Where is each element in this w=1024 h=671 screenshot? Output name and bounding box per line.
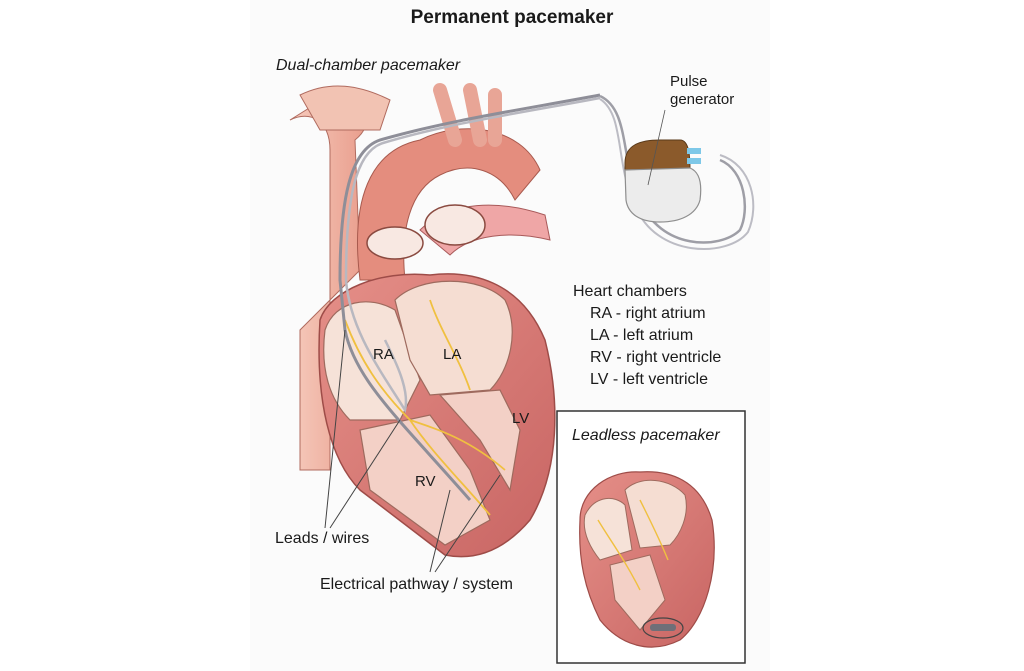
legend-item-rv: RV - right ventricle [590,349,722,366]
pulse-generator-label: Pulse generator [670,73,734,109]
pulmonary-valve [424,204,486,246]
legend-heading: Heart chambers [573,283,687,300]
electrical-callout-lines [429,474,501,573]
aortic-valve [366,226,424,260]
legend-item-lv: LV - left ventricle [590,371,708,388]
pacemaker-lead-2 [344,96,601,414]
pacemaker-lead-1 [338,93,601,501]
inset-title: Leadless pacemaker [572,427,720,444]
generator-wire-2 [599,98,755,250]
left-atrium [394,280,513,396]
leads-callout-lines [324,329,401,529]
legend-item-la: LA - left atrium [590,327,694,344]
right-ventricle [359,414,491,546]
pulse-generator-device [624,109,702,223]
pulse-generator-label-line1: Pulse [670,73,708,90]
upper-vein [299,85,391,131]
chamber-label-lv: LV [512,410,530,427]
generator-wire [599,94,747,244]
chamber-label-la: LA [443,346,462,363]
chamber-label-ra: RA [373,346,394,363]
chamber-label-rv: RV [415,473,436,490]
electrical-pathway-label: Electrical pathway / system [320,576,513,593]
leadless-heart [579,471,715,648]
diagram-subtitle: Dual-chamber pacemaker [276,57,461,74]
legend-item-ra: RA - right atrium [590,305,706,322]
conduction-path [344,299,506,516]
page-title: Permanent pacemaker [410,7,614,28]
pulse-generator-label-line2: generator [670,91,735,108]
leads-label: Leads / wires [275,530,370,547]
